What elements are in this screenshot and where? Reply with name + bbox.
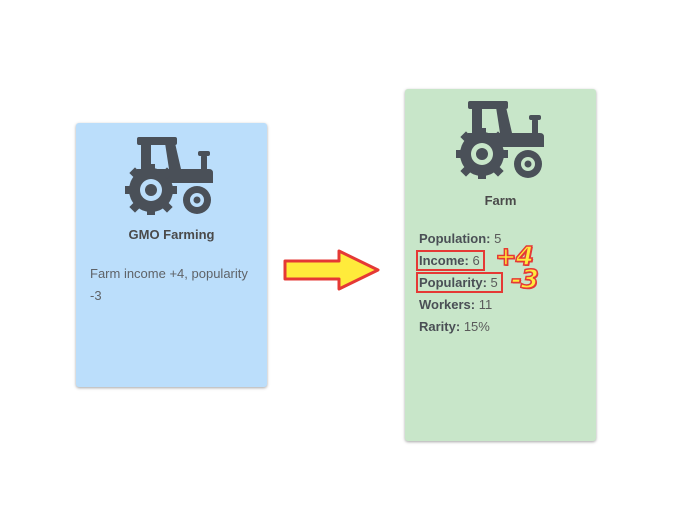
stat-label: Population: (419, 231, 491, 246)
gmo-farming-card[interactable]: GMO Farming Farm income +4, popularity -… (76, 123, 267, 387)
stat-popularity: Popularity: 5 (416, 272, 503, 293)
stat-population: Population: 5 (419, 228, 501, 250)
stat-label: Popularity: (419, 275, 487, 290)
tractor-icon (125, 137, 213, 215)
stat-workers: Workers: 11 (419, 294, 501, 316)
stat-value: 5 (490, 275, 498, 290)
popularity-change-badge: -3 (510, 264, 539, 296)
stat-value: 5 (494, 231, 502, 246)
stat-value: 6 (472, 253, 480, 268)
tractor-icon (456, 101, 544, 179)
card-description: Farm income +4, popularity -3 (90, 266, 248, 303)
stat-label: Income: (419, 253, 469, 268)
stat-label: Workers: (419, 297, 476, 312)
stat-rarity: Rarity: 15% (419, 316, 501, 338)
stat-income: Income: 6 (416, 250, 485, 271)
farm-stats: Population: 5 Income: 6 Popularity: 5 Wo… (416, 228, 503, 338)
stat-label: Rarity: (419, 319, 461, 334)
stat-value: 11 (478, 297, 493, 312)
card-title: Farm (484, 193, 517, 208)
right-arrow-icon (283, 249, 380, 291)
income-change-badge: +4 (494, 241, 534, 273)
farm-card[interactable]: Farm Population: 5 Income: 6 Popularity:… (405, 89, 596, 441)
stat-value: 15% (463, 319, 490, 334)
card-title: GMO Farming (128, 227, 215, 242)
